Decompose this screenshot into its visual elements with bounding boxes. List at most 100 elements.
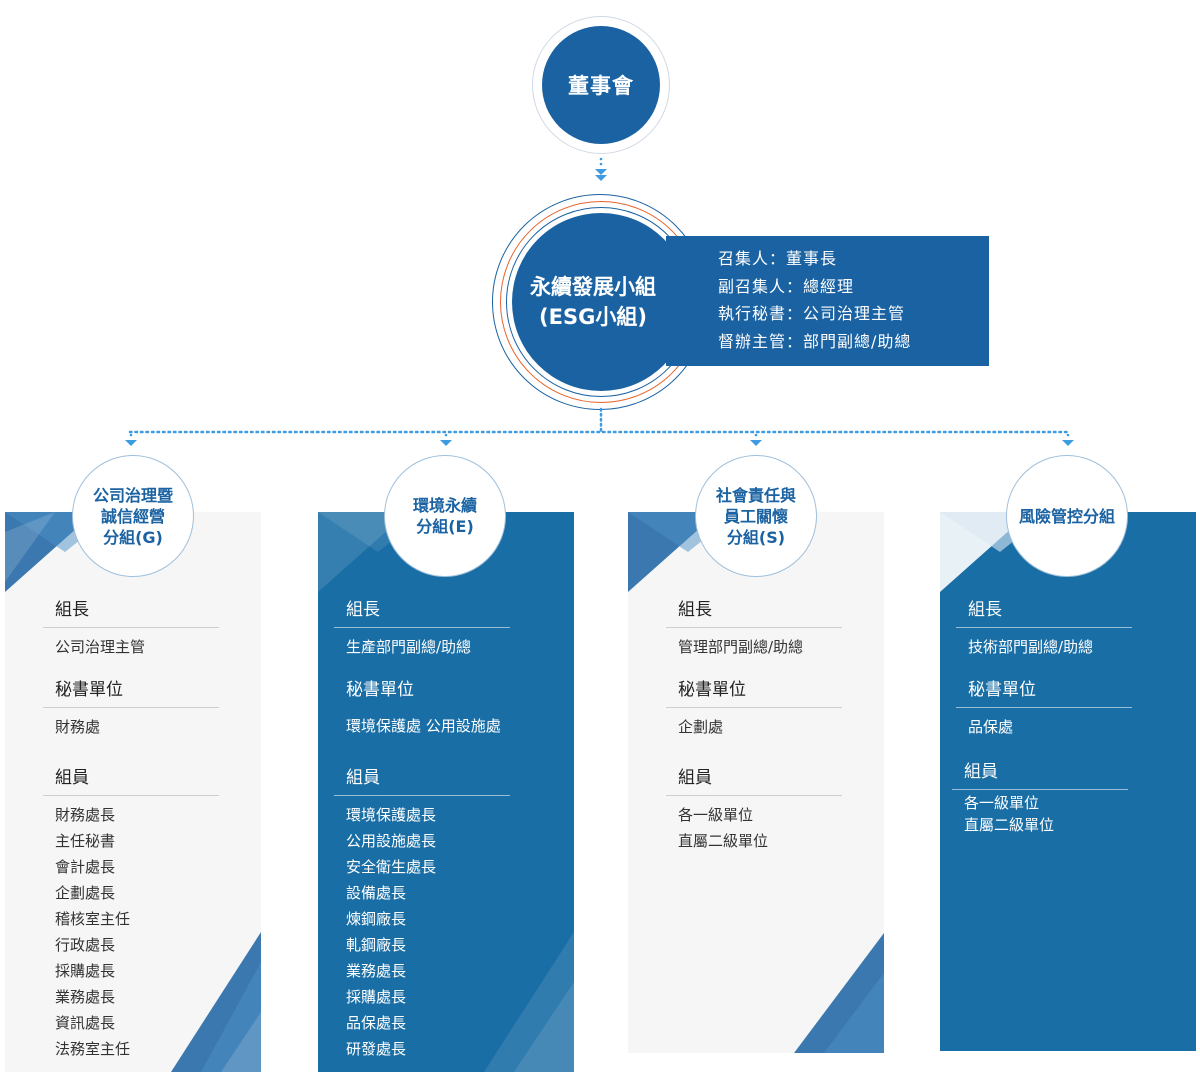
board-node: 董事會 (542, 26, 660, 144)
member-item: 主任秘書 (55, 832, 116, 850)
members-title: 組員 (964, 762, 998, 782)
secretary-title: 秘書單位 (346, 680, 414, 700)
leader-section: 組長 生產部門副總/助總 (334, 598, 510, 660)
esg-roles-box: 召集人：董事長 副召集人：總經理 執行秘書：公司治理主管 督辦主管：部門副總/助… (666, 236, 989, 366)
down-arrow-icon (595, 157, 607, 181)
member-item: 公用設施處長 (346, 832, 437, 850)
branch-arrow-icon (1062, 433, 1074, 446)
branch-arrow-icon (440, 433, 452, 446)
group-name-line: 分組(S) (726, 527, 786, 547)
secretary-title: 秘書單位 (55, 680, 123, 700)
group-node-risk: 風險管控分組 (1006, 455, 1130, 579)
member-item: 各一級單位 (964, 794, 1040, 812)
secretary-item: 財務處 (55, 718, 101, 736)
group-name-line: 公司治理暨 (92, 485, 173, 505)
group-node-g: 公司治理暨 誠信經營 分組(G) (72, 455, 196, 579)
branch-arrow-icon (125, 433, 137, 446)
member-item: 軋鋼廠長 (346, 936, 407, 954)
leader-section: 組長 管理部門副總/助總 (666, 598, 842, 660)
members-title: 組員 (346, 768, 380, 788)
esg-role: 副召集人：總經理 (718, 276, 855, 296)
group-name-line: 分組(G) (103, 527, 163, 547)
member-item: 直屬二級單位 (964, 816, 1055, 834)
esg-role: 召集人：董事長 (718, 249, 838, 268)
member-item: 直屬二級單位 (678, 832, 769, 850)
leader-section: 組長 技術部門副總/助總 (956, 598, 1132, 660)
member-item: 設備處長 (346, 884, 407, 902)
member-item: 會計處長 (55, 858, 116, 876)
divider (952, 789, 1128, 790)
secretary-item: 企劃處 (678, 718, 724, 736)
member-item: 安全衛生處長 (346, 858, 437, 876)
group-panel-g: 組長 公司治理主管 秘書單位 財務處 組員 財務處長 主任秘書 會計處長 企劃處… (5, 512, 261, 1072)
leader-title: 組長 (55, 600, 89, 620)
members-title: 組員 (55, 768, 89, 788)
branch-connector (128, 407, 1070, 434)
member-item: 業務處長 (346, 962, 407, 980)
members-section: 組員 各一級單位 直屬二級單位 (666, 766, 842, 854)
leader-item: 公司治理主管 (55, 638, 146, 656)
group-name-line: 社會責任與 (715, 485, 796, 505)
board-label: 董事會 (568, 74, 634, 98)
secretary-section: 秘書單位 品保處 (956, 678, 1132, 740)
group-name-line: 誠信經營 (100, 506, 165, 526)
esg-node: 永續發展小組 (ESG小組) (512, 213, 690, 391)
esg-title-line2: (ESG小組) (539, 305, 647, 329)
secretary-section: 秘書單位 財務處 (43, 678, 219, 740)
esg-role: 執行秘書：公司治理主管 (718, 304, 906, 323)
member-item: 採購處長 (346, 988, 407, 1006)
member-item: 企劃處長 (55, 884, 116, 902)
group-name-line: 分組(E) (416, 517, 474, 536)
divider (956, 707, 1132, 708)
leader-item: 技術部門副總/助總 (968, 638, 1094, 656)
group-node-s: 社會責任與 員工關懷 分組(S) (695, 455, 819, 579)
leader-item: 生產部門副總/助總 (346, 638, 472, 656)
member-item: 採購處長 (55, 962, 116, 980)
member-item: 研發處長 (346, 1040, 407, 1058)
members-title: 組員 (678, 768, 712, 788)
member-item: 品保處長 (346, 1014, 407, 1032)
member-item: 行政處長 (55, 936, 116, 954)
leader-section: 組長 公司治理主管 (43, 598, 219, 660)
board-circle-ring (532, 16, 670, 154)
secretary-item: 品保處 (968, 718, 1014, 736)
members-section: 組員 各一級單位 直屬二級單位 (952, 760, 1128, 836)
group-panel-s: 組長 管理部門副總/助總 秘書單位 企劃處 組員 各一級單位 直屬二級單位 (628, 512, 884, 1053)
leader-item: 管理部門副總/助總 (678, 638, 804, 656)
divider (43, 795, 219, 796)
leader-title: 組長 (968, 600, 1002, 620)
group-name-line: 環境永續 (412, 496, 477, 515)
group-name-line: 員工關懷 (723, 506, 788, 526)
corner-decoration (171, 932, 261, 1072)
divider (666, 795, 842, 796)
divider (43, 707, 219, 708)
esg-role: 督辦主管：部門副總/助總 (718, 331, 912, 351)
corner-decoration (484, 932, 574, 1072)
divider (666, 627, 842, 628)
divider (43, 627, 219, 628)
member-item: 環境保護處長 (346, 806, 437, 824)
secretary-item: 環境保護處 公用設施處 (346, 717, 501, 735)
group-name-line: 風險管控分組 (1018, 506, 1115, 526)
member-item: 稽核室主任 (55, 910, 131, 928)
member-item: 業務處長 (55, 988, 116, 1006)
corner-decoration (794, 933, 884, 1053)
members-section: 組員 財務處長 主任秘書 會計處長 企劃處長 稽核室主任 行政處長 採購處長 業… (43, 766, 219, 1062)
group-node-e: 環境永續 分組(E) (384, 455, 508, 579)
members-section: 組員 環境保護處長 公用設施處長 安全衛生處長 設備處長 煉鋼廠長 軋鋼廠長 業… (334, 766, 510, 1062)
secretary-title: 秘書單位 (678, 680, 746, 700)
member-item: 法務室主任 (55, 1040, 131, 1058)
leader-title: 組長 (678, 600, 712, 620)
secretary-title: 秘書單位 (968, 680, 1036, 700)
branch-arrow-icon (750, 433, 762, 446)
member-item: 財務處長 (55, 806, 116, 824)
divider (956, 627, 1132, 628)
divider (334, 795, 510, 796)
member-item: 資訊處長 (55, 1014, 116, 1032)
member-item: 各一級單位 (678, 806, 754, 824)
group-panel-e: 組長 生產部門副總/助總 秘書單位 環境保護處 公用設施處 組員 環境保護處長 … (318, 512, 574, 1072)
secretary-section: 秘書單位 企劃處 (666, 678, 842, 740)
divider (334, 627, 510, 628)
esg-title-line1: 永續發展小組 (530, 275, 656, 299)
member-item: 煉鋼廠長 (346, 910, 407, 928)
